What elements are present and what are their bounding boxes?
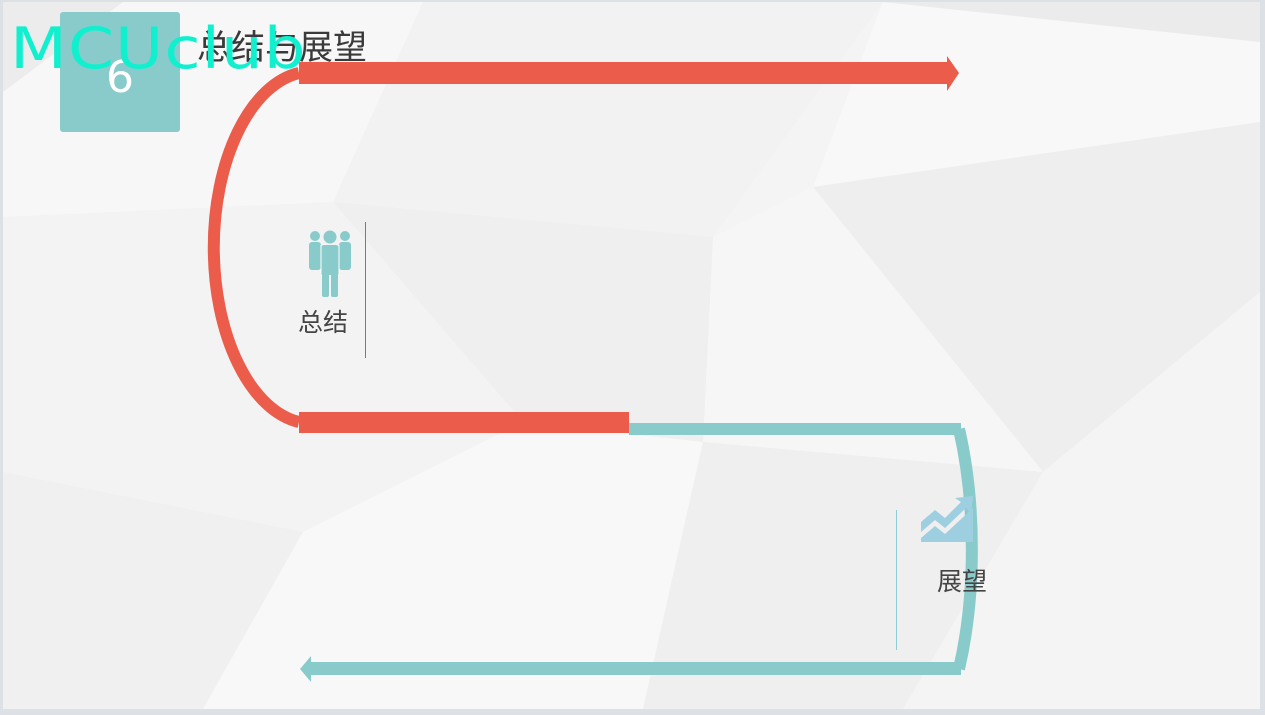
watermark-logo: MCUclub <box>10 15 307 82</box>
trend-chart-icon <box>921 496 973 542</box>
outlook-label: 展望 <box>937 567 988 596</box>
section-number-box: 6 <box>60 12 180 132</box>
slide: 6 总结与展望 总结 <box>3 2 1260 709</box>
low-poly-background <box>3 2 1260 709</box>
teal-curve <box>953 427 978 671</box>
teal-bottom-bar <box>311 662 961 675</box>
arrow-left-icon <box>300 656 311 682</box>
outlook-divider <box>896 510 897 650</box>
section-number: 6 <box>106 52 134 103</box>
red-bottom-bar <box>299 412 629 433</box>
red-top-bar <box>299 62 947 84</box>
arrow-right-icon <box>947 56 959 91</box>
red-curve <box>207 67 301 428</box>
teal-top-bar <box>629 423 961 435</box>
page-title: 总结与展望 <box>197 28 367 68</box>
summary-divider <box>365 222 366 358</box>
summary-label: 总结 <box>298 308 349 337</box>
team-people-icon <box>309 230 351 297</box>
timeline-path <box>207 56 978 682</box>
